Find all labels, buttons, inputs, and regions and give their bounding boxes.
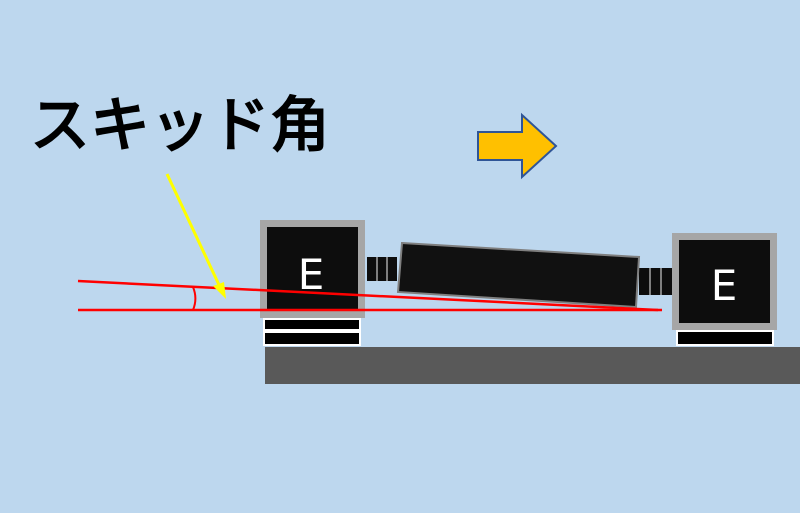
left-shaft-coupling xyxy=(367,257,397,281)
left-unit-body xyxy=(267,227,358,311)
base-rail xyxy=(265,347,800,384)
right-unit-label: E xyxy=(711,261,738,310)
right-shaft-coupling xyxy=(639,268,672,295)
left-unit-label: E xyxy=(298,250,325,299)
direction-arrow-icon xyxy=(477,112,558,180)
roller-axis-line xyxy=(77,279,659,312)
right-support-pad xyxy=(676,330,774,346)
angle-arc xyxy=(192,286,197,311)
right-unit-body xyxy=(679,240,770,323)
diagram-title: スキッド角 xyxy=(30,91,330,161)
pointer-arrow-icon xyxy=(165,173,222,288)
left-support-pad-upper xyxy=(263,318,361,331)
left-support-pad-lower xyxy=(263,331,361,346)
pointer-arrowhead xyxy=(213,282,226,299)
tilted-roller xyxy=(396,241,641,309)
